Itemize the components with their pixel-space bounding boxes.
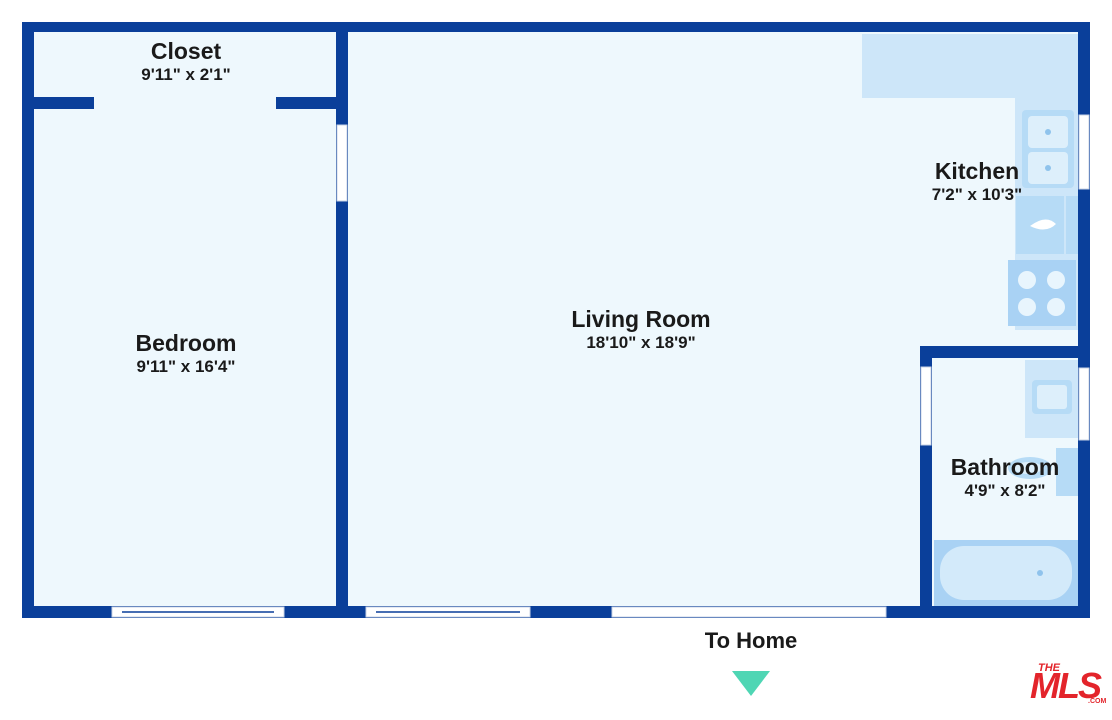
mls-logo-the: THE [1038, 662, 1060, 674]
bathroom-name: Bathroom [950, 454, 1060, 480]
living-room-name: Living Room [571, 306, 711, 332]
kitchen-name: Kitchen [934, 158, 1020, 184]
closet-floor [30, 30, 342, 102]
bedroom-door-opening [336, 124, 348, 202]
bathroom-sink-icon [1025, 360, 1079, 438]
kitchen-window [1078, 114, 1090, 190]
living-room-dimensions: 18'10" x 18'9" [586, 333, 696, 352]
bedroom-floor [30, 102, 342, 610]
entrance-arrow-icon [732, 671, 770, 696]
kitchen-counter-top [862, 34, 1080, 98]
living-room-window [365, 606, 531, 618]
mls-logo: THE MLS .COM [1030, 662, 1108, 706]
bathtub-icon [934, 540, 1080, 606]
bathroom-window [1078, 367, 1090, 441]
bathroom-door-opening [920, 366, 932, 446]
closet-label: Closet 9'11" x 2'1" [141, 38, 230, 86]
closet-dimensions: 9'11" x 2'1" [141, 65, 231, 84]
bedroom-name: Bedroom [135, 330, 237, 356]
mls-logo-com: .COM [1088, 698, 1107, 705]
bedroom-label: Bedroom 9'11" x 16'4" [136, 330, 237, 378]
dishwasher-icon [1016, 196, 1078, 254]
bedroom-dimensions: 9'11" x 16'4" [136, 357, 236, 376]
bathroom-dimensions: 4'9" x 8'2" [964, 481, 1046, 500]
toilet-icon [1008, 448, 1078, 496]
to-home-label: To Home [704, 628, 798, 653]
mls-logo-mls: MLS [1030, 665, 1102, 706]
kitchen-label: Kitchen 7'2" x 10'3" [932, 158, 1022, 206]
stove-icon [1008, 260, 1076, 326]
closet-name: Closet [150, 38, 222, 64]
kitchen-sink-icon [1022, 110, 1074, 188]
bedroom-window [111, 606, 285, 618]
living-room-label: Living Room 18'10" x 18'9" [571, 306, 710, 354]
kitchen-dimensions: 7'2" x 10'3" [931, 185, 1023, 204]
entrance-opening [611, 606, 887, 618]
bathroom-label: Bathroom 4'9" x 8'2" [951, 454, 1060, 502]
